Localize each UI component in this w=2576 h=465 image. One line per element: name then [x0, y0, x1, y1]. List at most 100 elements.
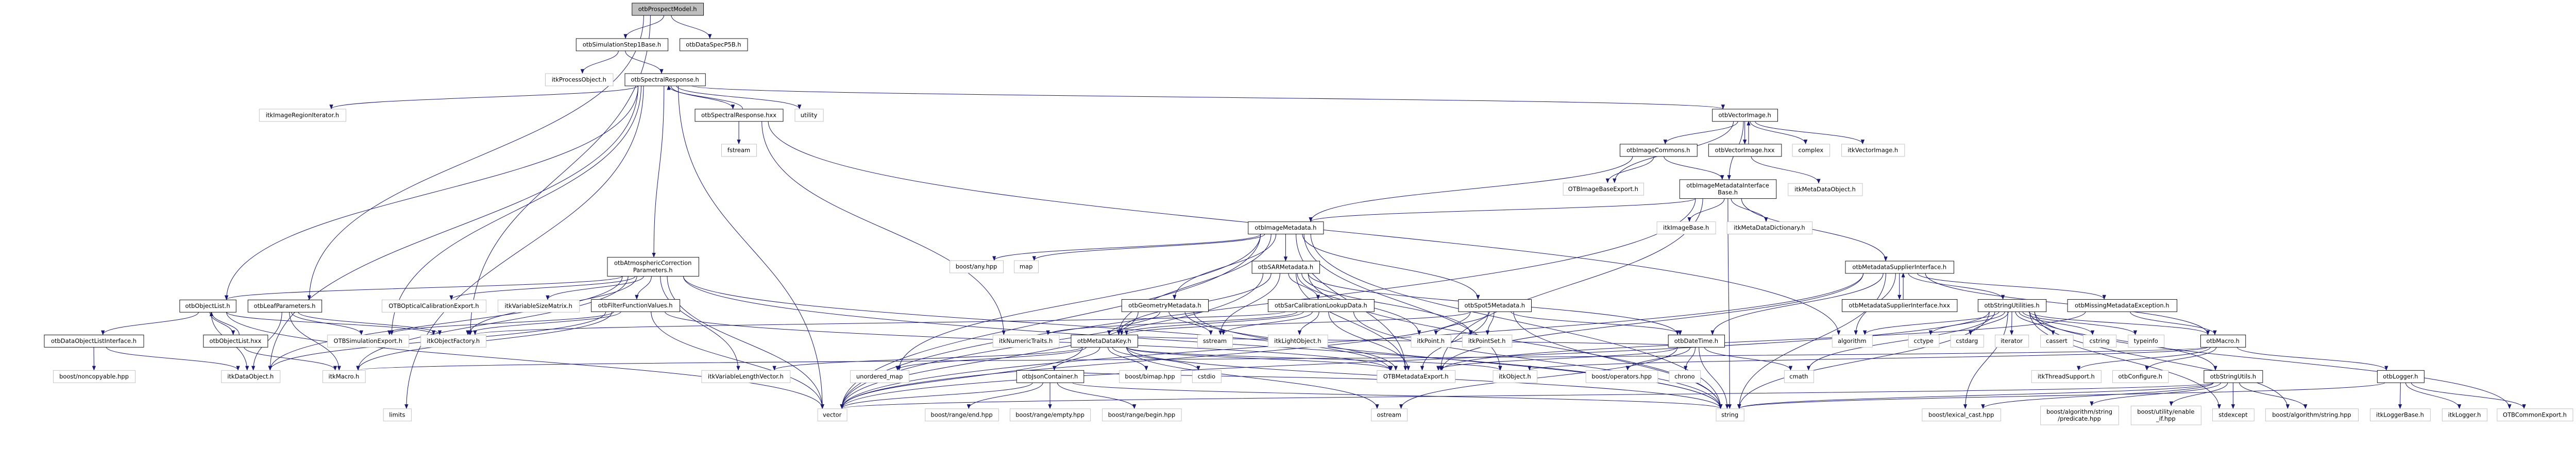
- node-box: [1197, 334, 1233, 348]
- node-box: [1679, 179, 1777, 199]
- edge-strutils-to-enableif: [2169, 382, 2228, 406]
- node-otbmetadatakey-h[interactable]: otbMetaDataKey.h: [1071, 334, 1139, 348]
- node-otblogger-h[interactable]: otbLogger.h: [2377, 370, 2425, 383]
- node-boost-range-begin-hpp: boost/range/begin.hpp: [1102, 408, 1182, 422]
- edge-sar-to-pointset: [1301, 273, 1473, 335]
- edge-leaf-to-simexport: [291, 312, 363, 335]
- node-box: [1669, 370, 1701, 383]
- node-chrono: chrono: [1669, 370, 1701, 383]
- node-box: [1563, 182, 1644, 196]
- node-itkprocessobject-h: itkProcessObject.h: [545, 73, 614, 87]
- node-otbstringutilities-h[interactable]: otbStringUtilities.h: [1977, 299, 2047, 312]
- node-otbobjectlist-h[interactable]: otbObjectList.h: [179, 299, 236, 313]
- node-box: [1248, 221, 1324, 235]
- edge-objlist-to-objfactory: [226, 312, 436, 335]
- node-cmath: cmath: [1784, 370, 1814, 383]
- edge-imdib-to-itkimagebase: [1687, 198, 1725, 222]
- edge-atmo-to-itkmacro: [356, 275, 629, 371]
- edge-strutils-to-predicate: [2090, 382, 2222, 406]
- node-otbdataspecp5b-h[interactable]: otbDataSpecP5B.h: [680, 38, 748, 51]
- node-box: [1908, 334, 1940, 348]
- node-otbimagemetadata-h[interactable]: otbImageMetadata.h: [1248, 221, 1324, 235]
- node-otbmacro-h[interactable]: otbMacro.h: [2200, 334, 2246, 348]
- node-otbvectorimage-hxx[interactable]: otbVectorImage.hxx: [1708, 144, 1782, 157]
- node-otbdataobjectlistinterface-h[interactable]: otbDataObjectListInterface.h: [44, 334, 144, 348]
- node-otbgeometrymetadata-h[interactable]: otbGeometryMetadata.h: [1121, 299, 1209, 312]
- node-otbjsoncontainer-h[interactable]: otbJsonContainer.h: [1016, 370, 1084, 383]
- node-otbdatetime-h[interactable]: otbDateTime.h: [1668, 334, 1725, 348]
- node-otbsarcalibrationlookupdata-h[interactable]: otbSarCalibrationLookupData.h: [1267, 299, 1375, 312]
- edge-datetime-to-string: [1699, 347, 1730, 409]
- node-box: [1922, 408, 2001, 422]
- edge-sarcal-to-sstream: [1221, 311, 1313, 335]
- node-otbspectralresponse-hxx[interactable]: otbSpectralResponse.hxx: [694, 109, 784, 122]
- node-label: itkProcessObject.h: [552, 76, 606, 83]
- node-label: otbObjectList.hxx: [209, 337, 261, 345]
- node-typeinfo: typeinfo: [2128, 334, 2165, 348]
- node-otbmissingmetadataexception-h[interactable]: otbMissingMetadataException.h: [2067, 299, 2177, 312]
- node-box: [1716, 408, 1744, 422]
- edge-otbmacro-to-logger: [2236, 347, 2388, 371]
- node-box: [1192, 370, 1222, 383]
- node-label: cmath: [1789, 373, 1808, 380]
- edge-mdkey-to-json: [1052, 347, 1100, 371]
- node-label: boost/range/begin.hpp: [1108, 411, 1176, 418]
- edge-strutil-to-algorithm: [1863, 311, 1999, 335]
- node-label: OTBMetadataExport.h: [1383, 373, 1449, 380]
- node-otbvectorimage-h[interactable]: otbVectorImage.h: [1712, 109, 1778, 122]
- edge-logger-to-commonexport: [2411, 382, 2526, 409]
- node-box: [1102, 408, 1182, 422]
- edge-sar-to-sarcal: [1288, 273, 1320, 300]
- node-label: boost/utility/enable: [2137, 408, 2194, 415]
- node-box: [680, 38, 748, 51]
- node-otbspot5metadata-h[interactable]: otbSpot5Metadata.h: [1458, 299, 1532, 312]
- edge-atmo-to-objlist: [225, 275, 623, 300]
- node-otbstringutils-h[interactable]: otbStringUtils.h: [2204, 370, 2263, 383]
- edge-spot5-to-itkpoint: [1434, 311, 1490, 335]
- node-otbsarmetadata-h[interactable]: otbSARMetadata.h: [1251, 261, 1320, 274]
- edge-leaf-to-itkmacro: [289, 312, 341, 371]
- node-label: otbSpot5Metadata.h: [1464, 302, 1525, 309]
- node-otbsimulationstep1base-h[interactable]: otbSimulationStep1Base.h: [575, 38, 669, 51]
- node-box: [1411, 334, 1451, 348]
- node-otbimagecommons-h[interactable]: otbImageCommons.h: [1619, 144, 1698, 157]
- node-otbmetadatasupplierinterface-h[interactable]: otbMetadataSupplierInterface.h: [1845, 261, 1954, 274]
- node-otbmetadatasupplierinterface-hxx[interactable]: otbMetadataSupplierInterface.hxx: [1842, 299, 1958, 312]
- node-otbprospectmodel-h[interactable]: otbProspectModel.h: [632, 3, 704, 16]
- node-otbfilterfunctionvalues-h[interactable]: otbFilterFunctionValues.h: [591, 299, 681, 312]
- edge-imgcommons-to-imgmeta: [1309, 156, 1633, 222]
- node-box: [221, 370, 281, 383]
- node-otbcommonexport-h: OTBCommonExport.h: [2497, 408, 2573, 422]
- node-label: otbMetadataSupplierInterface.h: [1852, 263, 1946, 270]
- edge-geom-to-vector: [840, 311, 1139, 409]
- node-box: [2212, 408, 2255, 422]
- node-box: [203, 334, 268, 348]
- node-otbobjectlist-hxx[interactable]: otbObjectList.hxx: [203, 334, 268, 348]
- node-boost-range-end-hpp: boost/range/end.hpp: [925, 408, 999, 422]
- edge-strutil-to-otbmacro: [2028, 311, 2210, 335]
- edge-logger-to-itklogger: [2405, 382, 2462, 409]
- node-itkmetadataobject-h: itkMetaDataObject.h: [1788, 183, 1863, 196]
- node-box: [2130, 405, 2201, 425]
- node-label: boost/range/empty.hpp: [1015, 411, 1084, 418]
- edge-specresp-to-utility: [676, 85, 802, 110]
- node-box: [575, 38, 669, 51]
- node-box: [1832, 334, 1873, 348]
- node-label: OTBImageBaseExport.h: [1568, 185, 1638, 193]
- node-box: [1493, 370, 1537, 383]
- node-otbleafparameters-h[interactable]: otbLeafParameters.h: [247, 299, 323, 313]
- node-label: OTBSimulationExport.h: [334, 337, 402, 345]
- nodes-layer: otbProspectModel.h otbSimulationStep1Base…: [44, 3, 2573, 425]
- node-otbmetadataexport-h: OTBMetadataExport.h: [1377, 370, 1455, 383]
- node-label: itkLoggerBase.h: [2376, 411, 2424, 418]
- node-label: iterator: [2001, 337, 2023, 345]
- edge-specresp-to-atmo: [652, 85, 665, 258]
- edge-atmo-to-varsizematrix: [546, 275, 644, 300]
- node-label: cassert: [2046, 337, 2067, 345]
- edge-specresp-to-vecimg: [691, 85, 1725, 110]
- node-box: [2204, 370, 2263, 383]
- node-otbspectralresponse-h[interactable]: otbSpectralResponse.h: [624, 73, 706, 87]
- node-label: typeinfo: [2134, 337, 2158, 345]
